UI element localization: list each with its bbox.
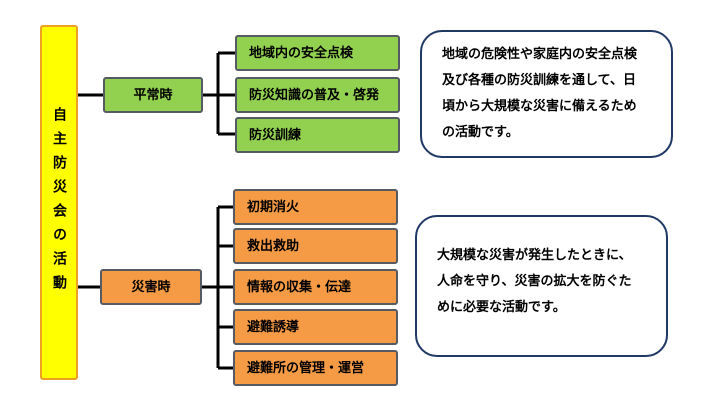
category-disaster-times: 災害時: [100, 269, 202, 305]
description-line: 人命を守り、災害の拡大を防ぐた: [437, 274, 632, 289]
description-line: 頃から大規模な災害に備えるため: [442, 99, 637, 114]
description-line: の活動です。: [442, 125, 519, 140]
item-label: 情報の収集・伝達: [247, 279, 352, 295]
item-safety-inspection: 地域内の安全点検: [235, 35, 400, 71]
item-label: 地域内の安全点検: [249, 45, 354, 61]
root-box-self-disaster-prevention: 自主防災会の活動: [40, 25, 78, 380]
description-line: 及び各種の防災訓練を通して、日: [442, 73, 636, 88]
item-label: 初期消火: [247, 199, 300, 215]
item-label: 避難誘導: [247, 319, 300, 335]
item-rescue: 救出救助: [233, 228, 398, 264]
description-disaster-times: 大規模な災害が発生したときに、 人命を守り、災害の拡大を防ぐた めに必要な活動で…: [415, 215, 668, 357]
description-line: めに必要な活動です。: [437, 300, 566, 315]
description-line: 地域の危険性や家庭内の安全点検: [442, 47, 638, 62]
category-label: 平常時: [133, 87, 173, 103]
item-knowledge-awareness: 防災知識の普及・啓発: [235, 77, 400, 113]
item-information-relay: 情報の収集・伝達: [233, 269, 398, 305]
category-label: 災害時: [131, 279, 171, 295]
item-shelter-management: 避難所の管理・運営: [233, 350, 398, 386]
item-initial-firefighting: 初期消火: [233, 189, 398, 225]
description-line: 大規模な災害が発生したときに、: [437, 248, 632, 263]
item-drills: 防災訓練: [235, 117, 400, 153]
item-label: 防災訓練: [249, 127, 302, 143]
item-label: 救出救助: [247, 238, 300, 254]
item-label: 防災知識の普及・啓発: [249, 87, 380, 103]
root-label: 自主防災会の活動: [51, 106, 67, 299]
category-normal-times: 平常時: [103, 77, 203, 113]
item-label: 避難所の管理・運営: [247, 360, 365, 376]
item-evacuation-guidance: 避難誘導: [233, 309, 398, 345]
description-normal-times: 地域の危険性や家庭内の安全点検 及び各種の防災訓練を通して、日 頃から大規模な災…: [420, 30, 673, 158]
